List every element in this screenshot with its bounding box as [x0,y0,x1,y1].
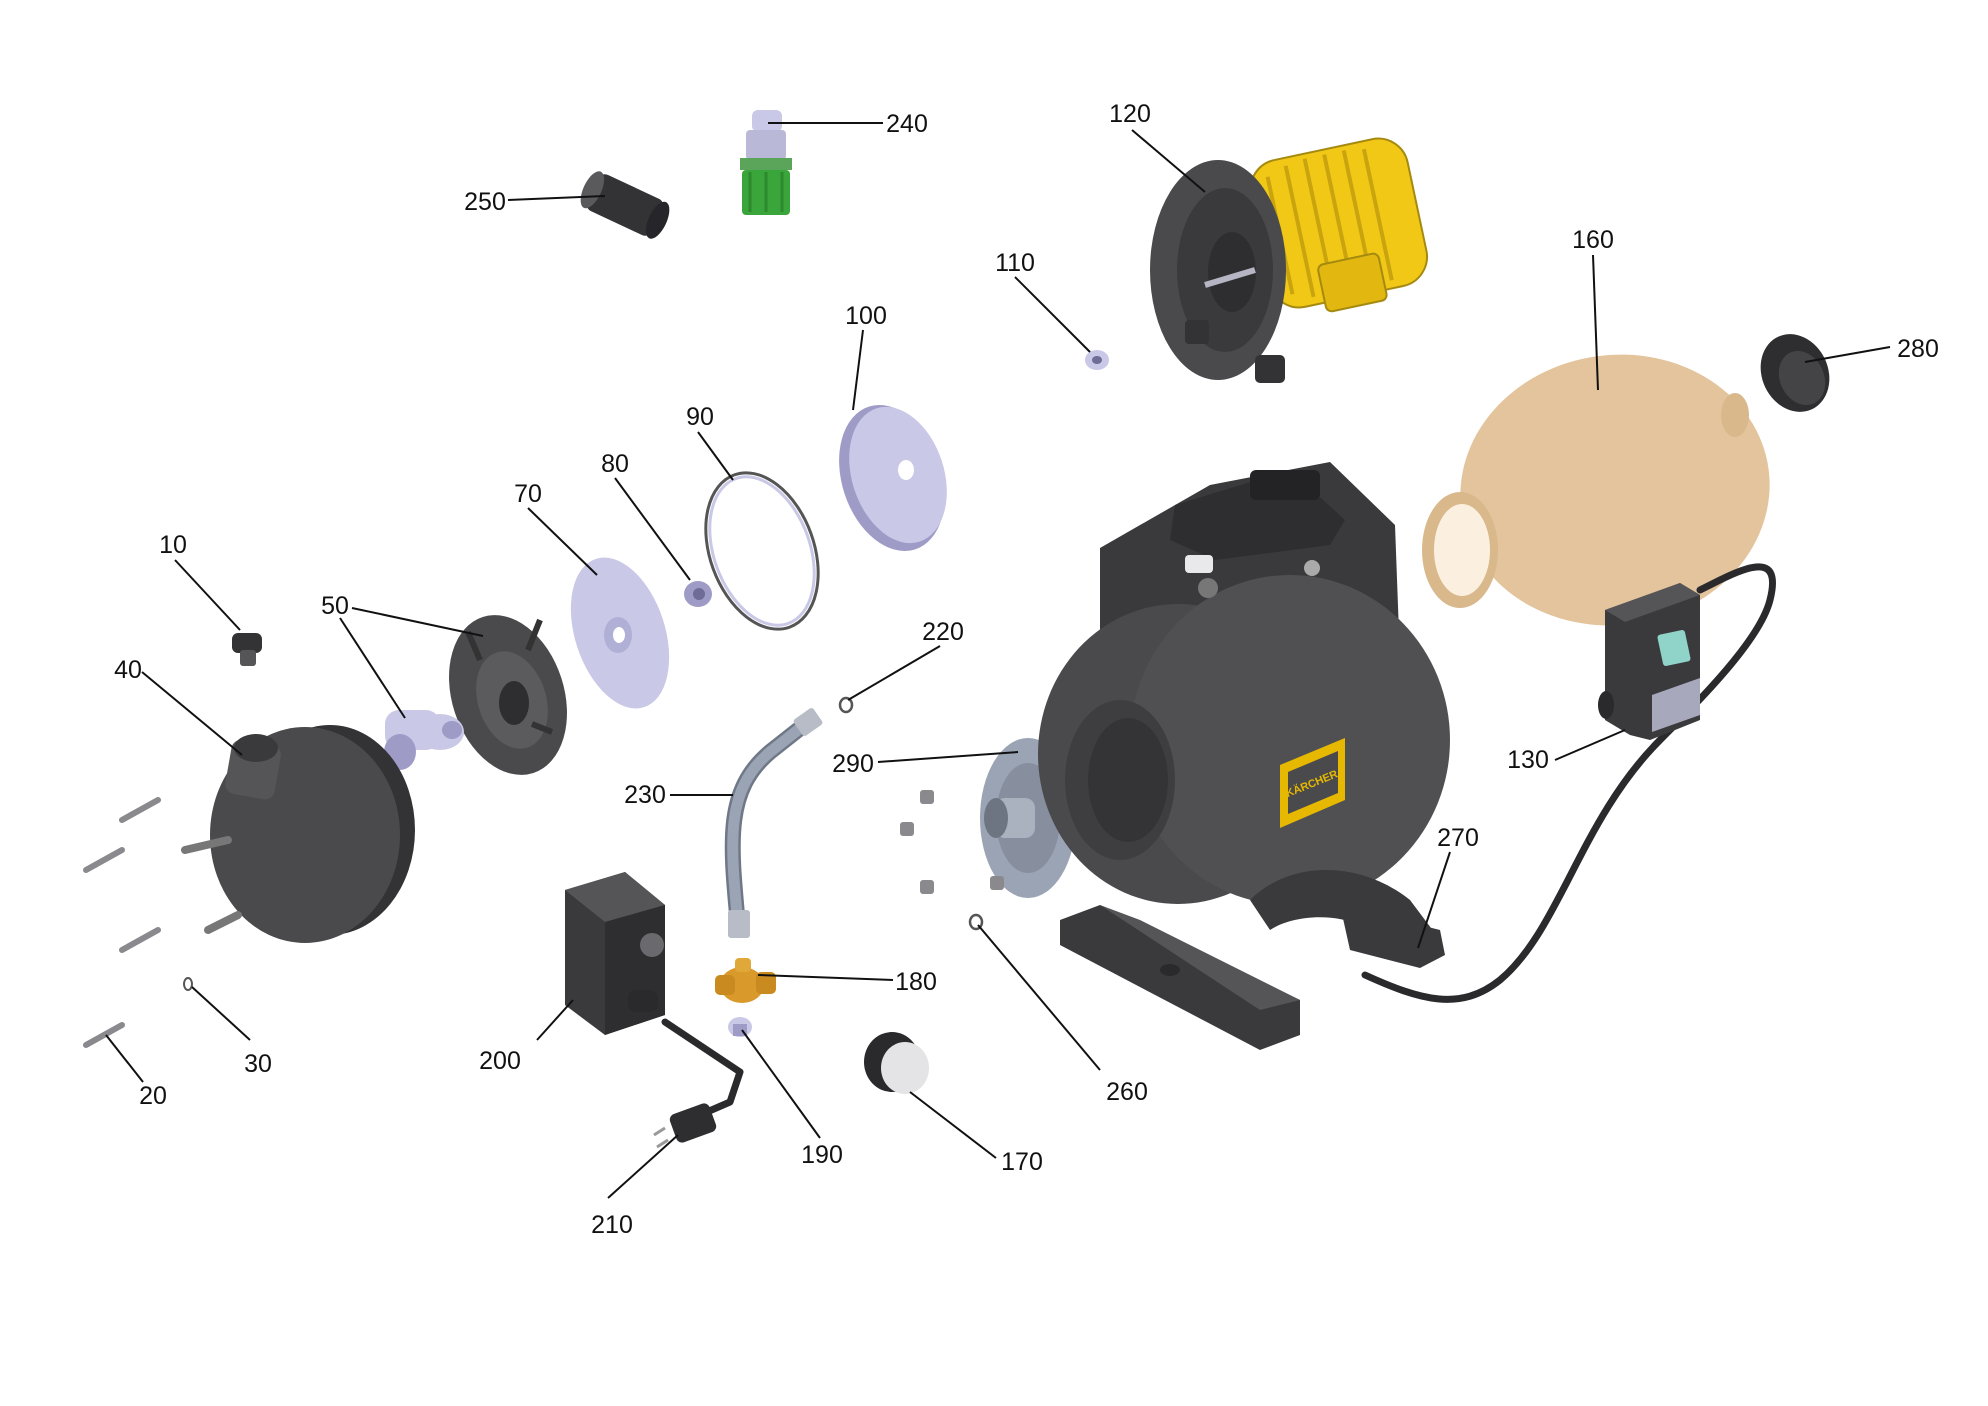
callout-240[interactable]: 240 [886,110,928,138]
part-160-drawing [1422,354,1770,626]
leader-50a [351,607,484,637]
leader-20 [105,1034,144,1083]
part-180-drawing [715,958,776,1003]
part-30-drawing [183,977,193,991]
callout-270[interactable]: 270 [1437,824,1479,852]
leader-210 [607,1134,679,1199]
leader-170 [909,1091,997,1159]
leader-50b [339,617,406,719]
callout-100[interactable]: 100 [845,302,887,330]
callout-230[interactable]: 230 [624,781,666,809]
leader-290 [877,751,1019,763]
part-210-drawing [653,1018,744,1149]
leader-120 [1131,129,1206,193]
leader-80 [614,477,691,581]
part-50-drawing [384,615,567,775]
leader-70 [527,507,598,576]
leader-180 [757,974,894,981]
leader-260 [977,924,1101,1071]
part-170-drawing [864,1032,929,1094]
part-70-drawing [570,557,670,709]
part-190-drawing [728,1017,752,1037]
callout-170[interactable]: 170 [1001,1148,1043,1176]
leader-100 [852,329,864,411]
callout-40[interactable]: 40 [114,656,142,684]
callout-290[interactable]: 290 [832,750,874,778]
callout-10[interactable]: 10 [159,531,187,559]
part-260-drawing [968,913,984,931]
callout-220[interactable]: 220 [922,618,964,646]
part-110-drawing [1085,350,1109,370]
callout-190[interactable]: 190 [801,1141,843,1169]
part-10-drawing [232,633,262,666]
part-240-drawing [740,110,792,215]
leader-250 [507,195,606,201]
leader-30 [191,986,251,1041]
callout-280[interactable]: 280 [1897,335,1939,363]
leader-lines [105,122,1891,1199]
leader-190 [741,1029,821,1139]
callout-90[interactable]: 90 [686,403,714,431]
callout-160[interactable]: 160 [1572,226,1614,254]
callout-200[interactable]: 200 [479,1047,521,1075]
callout-210[interactable]: 210 [591,1211,633,1239]
leader-280 [1804,346,1891,363]
callout-130[interactable]: 130 [1507,746,1549,774]
callout-labels: 10 20 30 40 50 70 80 90 100 110 120 130 … [114,100,1939,1239]
part-230-drawing [724,708,823,938]
part-200-drawing [565,872,665,1035]
leader-160 [1592,254,1599,391]
part-40-drawing [181,725,415,943]
leader-130 [1554,729,1626,761]
callout-110[interactable]: 110 [995,249,1035,277]
callout-50[interactable]: 50 [321,592,349,620]
leader-90 [697,431,734,481]
callout-120[interactable]: 120 [1109,100,1151,128]
callout-180[interactable]: 180 [895,968,937,996]
leader-220 [847,645,941,701]
part-220-drawing [838,696,854,714]
leader-10 [174,559,241,631]
part-120-drawing [1150,137,1429,383]
front-foot-drawing [1060,905,1300,1050]
leader-200 [536,999,574,1041]
callout-250[interactable]: 250 [464,188,506,216]
part-90-drawing [704,471,820,631]
leader-270 [1417,851,1451,949]
leader-40 [141,671,243,756]
callout-30[interactable]: 30 [244,1050,272,1078]
part-100-drawing [839,405,947,551]
tank-housing-drawing: KÄRCHER [1038,462,1450,955]
part-80-drawing [684,581,712,607]
part-250-drawing [580,171,670,239]
part-20-drawing [83,797,161,1048]
part-270-drawing [1340,905,1445,968]
part-280-drawing [1760,334,1830,412]
callout-20[interactable]: 20 [139,1082,167,1110]
callout-80[interactable]: 80 [601,450,629,478]
part-130-drawing [1361,563,1777,1003]
leader-110 [1014,276,1091,353]
callout-70[interactable]: 70 [514,480,542,508]
callout-260[interactable]: 260 [1106,1078,1148,1106]
